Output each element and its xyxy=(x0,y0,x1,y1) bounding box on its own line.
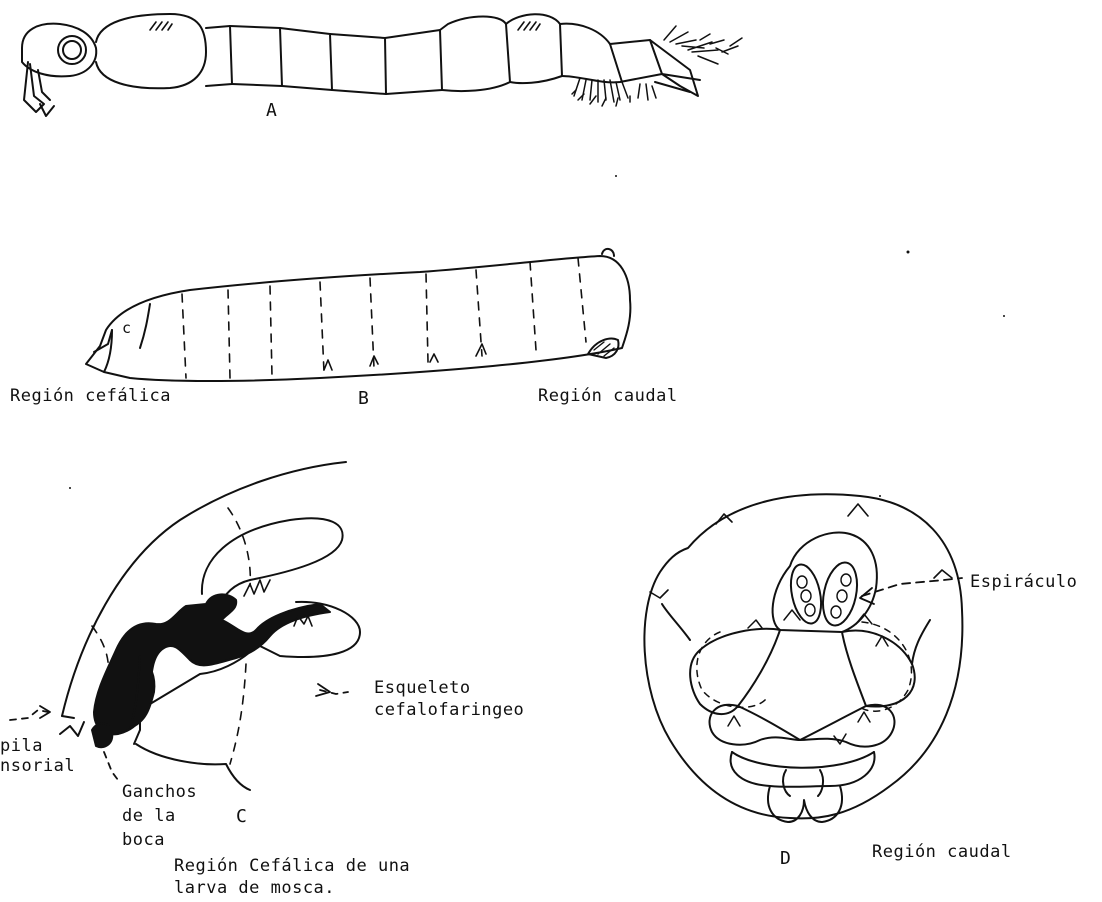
figure-b-letter: B xyxy=(358,388,369,409)
ganchos-label-1: Ganchos xyxy=(122,782,197,803)
figure-c-caption-2: larva de mosca. xyxy=(174,878,335,899)
figure-c-cephalic xyxy=(10,462,360,790)
figure-c-letter: C xyxy=(236,806,247,827)
esqueleto-label-1: Esqueleto xyxy=(374,678,471,699)
figure-a-letter: A xyxy=(266,100,277,121)
ganchos-label-2: de la xyxy=(122,806,176,827)
figure-b-left-label: Región cefálica xyxy=(10,386,171,407)
espiraculo-label: Espiráculo xyxy=(970,572,1077,593)
ganchos-label-3: boca xyxy=(122,830,165,851)
figure-b-segment-label: c xyxy=(122,318,132,339)
figure-d-caption: Región caudal xyxy=(872,842,1012,863)
esqueleto-label-2: cefalofaringeo xyxy=(374,700,524,721)
figure-d-caudal xyxy=(644,494,962,822)
figure-a-larva xyxy=(22,14,742,116)
figure-b-right-label: Región caudal xyxy=(538,386,678,407)
figure-b-larva xyxy=(86,249,630,381)
papila-label-2: nsorial xyxy=(0,756,75,777)
papila-label-1: pila xyxy=(0,736,43,757)
figure-d-letter: D xyxy=(780,848,791,869)
figure-c-caption-1: Región Cefálica de una xyxy=(174,856,410,877)
